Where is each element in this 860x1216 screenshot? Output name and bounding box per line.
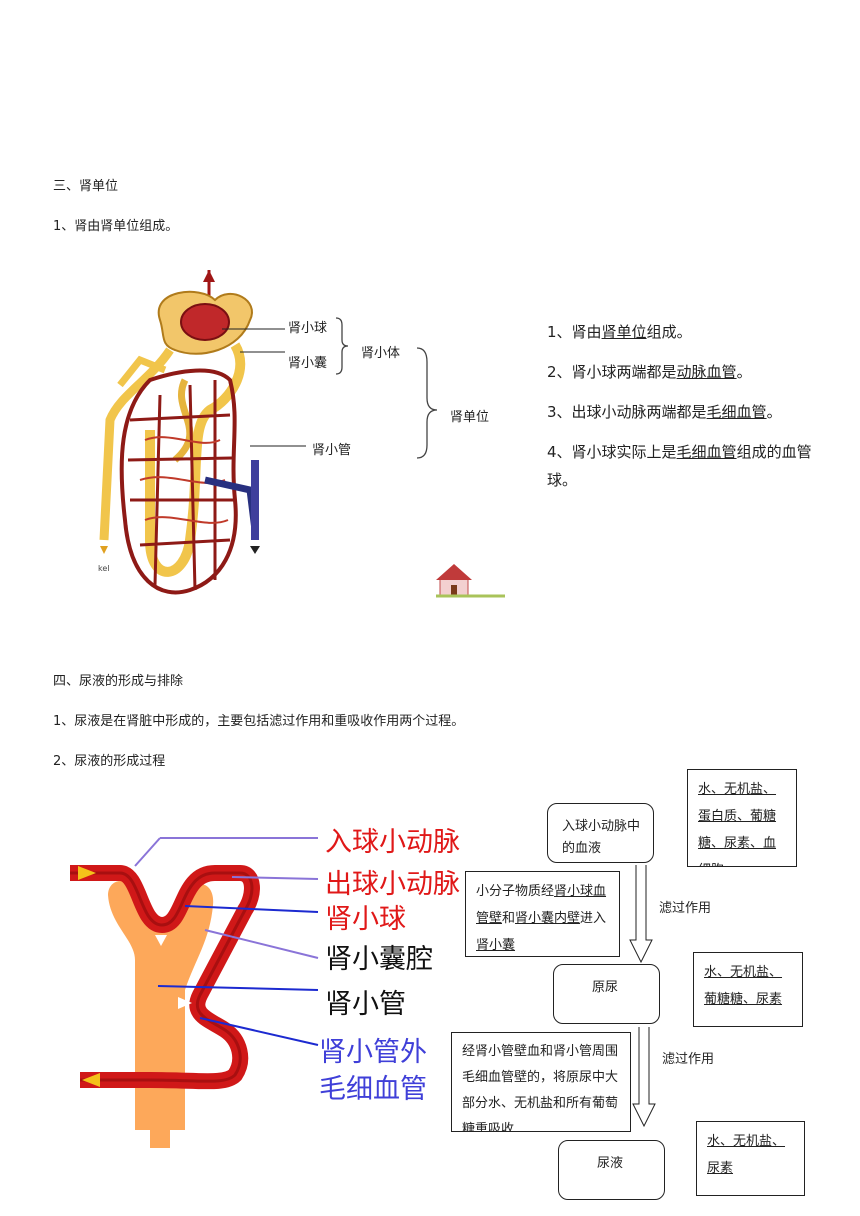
label-capsule-cavity: 肾小囊腔: [325, 944, 433, 975]
label-glomerulus-2: 肾小球: [325, 904, 406, 935]
label-capsule: 肾小囊: [288, 356, 328, 371]
label-tubule: 肾小管: [312, 443, 352, 458]
fact-3: 3、出球小动脉两端都是毛细血管。: [547, 403, 782, 421]
section4-line2: 2、尿液的形成过程: [53, 754, 166, 769]
label-glomerulus: 肾小球: [288, 321, 328, 336]
arrow-label-filtration-1: 滤过作用: [659, 901, 712, 916]
fact-4: 4、肾小球实际上是毛细血管组成的血管球。: [547, 443, 812, 489]
flow-box-filtration: 小分子物质经肾小球血管壁和肾小囊内壁进入肾小囊: [465, 871, 620, 957]
flow-box-primary-content: 水、无机盐、葡糖糖、尿素: [693, 952, 803, 1027]
section4-heading: 四、尿液的形成与排除: [53, 674, 184, 689]
fact-1: 1、肾由肾单位组成。: [547, 323, 692, 341]
label-renal-tubule: 肾小管: [325, 989, 406, 1020]
flow-box-primary-urine: 原尿: [553, 964, 660, 1024]
label-peritubular-1: 肾小管外: [319, 1037, 427, 1068]
label-nephron: 肾单位: [450, 410, 490, 425]
label-corpuscle: 肾小体: [361, 346, 401, 361]
flow-box-blood: 入球小动脉中的血液: [547, 803, 654, 863]
section4-line1: 1、尿液是在肾脏中形成的，主要包括滤过作用和重吸收作用两个过程。: [53, 714, 465, 729]
svg-text:kel: kel: [98, 564, 110, 573]
label-efferent-arteriole: 出球小动脉: [325, 869, 460, 900]
section3-line1: 1、肾由肾单位组成。: [53, 219, 179, 234]
fact-2: 2、肾小球两端都是动脉血管。: [547, 363, 752, 381]
section3-heading: 三、肾单位: [53, 179, 119, 194]
arrow-label-filtration-2: 滤过作用: [662, 1052, 715, 1067]
label-afferent-arteriole: 入球小动脉: [325, 827, 460, 858]
flow-box-urine: 尿液: [558, 1140, 665, 1200]
flow-box-reabsorption: 经肾小管壁血和肾小管周围毛细血管壁的，将原尿中大部分水、无机盐和所有葡萄糖重吸收: [451, 1032, 631, 1132]
nephron-facts-list: 1、肾由肾单位组成。 2、肾小球两端都是动脉血管。 3、出球小动脉两端都是毛细血…: [547, 318, 837, 506]
label-peritubular-2: 毛细血管: [319, 1074, 427, 1105]
flow-box-blood-content: 水、无机盐、蛋白质、葡糖糖、尿素、血细胞: [687, 769, 797, 867]
flow-box-urine-content: 水、无机盐、尿素: [696, 1121, 805, 1196]
